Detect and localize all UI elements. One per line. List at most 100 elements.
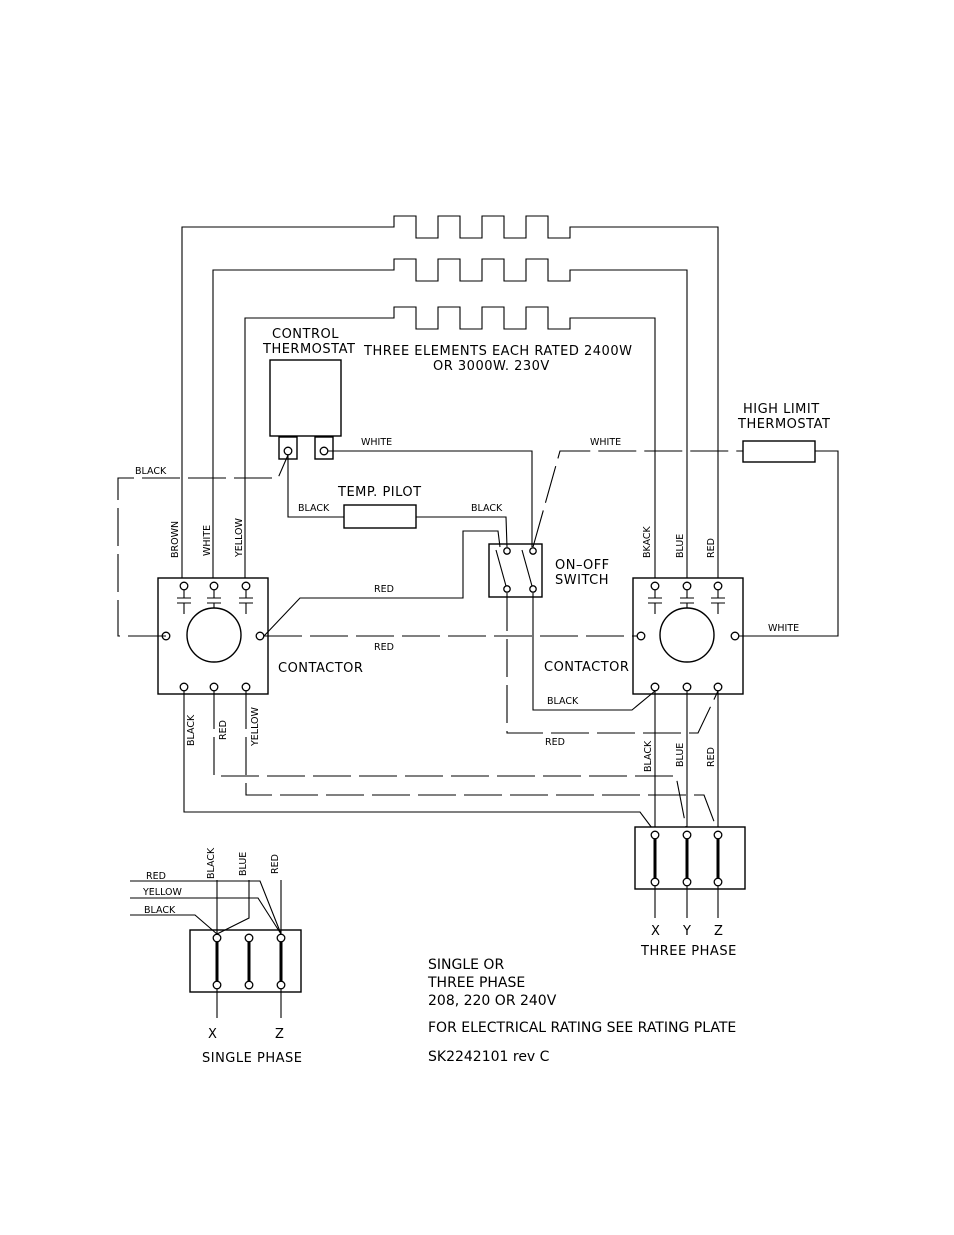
terminal-label-x: X bbox=[208, 1027, 217, 1042]
wire-label: RED bbox=[706, 538, 717, 558]
wire-red-coil-switch bbox=[263, 530, 501, 637]
switch-contact-1 bbox=[495, 549, 507, 587]
drawing-number: SK2242101 rev C bbox=[428, 1049, 550, 1065]
wire-label: WHITE bbox=[590, 437, 621, 448]
thermostat-terminal-2 bbox=[319, 446, 329, 456]
wire-label: BLACK bbox=[135, 466, 167, 477]
switch-terminal-4 bbox=[529, 585, 537, 593]
wire-white-thermostat-switch bbox=[328, 450, 533, 547]
three-phase-label: THREE PHASE bbox=[640, 944, 737, 959]
contactor-right-coil-terminal bbox=[636, 631, 646, 641]
single-phase-terminal bbox=[212, 933, 222, 943]
heating-element-2 bbox=[212, 258, 688, 580]
contactor-left-terminal bbox=[241, 682, 251, 692]
wire-label: BLACK bbox=[144, 905, 176, 916]
contactor-left-label: CONTACTOR bbox=[278, 661, 363, 676]
high-limit-label: HIGH LIMIT bbox=[743, 402, 820, 417]
wire-label: WHITE bbox=[361, 437, 392, 448]
wire-label: RED bbox=[218, 720, 229, 740]
three-phase-terminal bbox=[713, 877, 723, 887]
wire-label: RED bbox=[706, 747, 717, 767]
note-line: SINGLE OR bbox=[428, 957, 504, 973]
thermostat-terminal-1 bbox=[283, 446, 293, 456]
wire-label: BLUE bbox=[675, 534, 686, 558]
single-phase-red-jumper bbox=[130, 880, 282, 935]
wire-label: BLACK bbox=[298, 503, 330, 514]
single-phase-terminal bbox=[212, 980, 222, 990]
heating-element-3 bbox=[244, 306, 656, 580]
wire-black-pilot-switch bbox=[416, 516, 508, 548]
wire-white-switch-highlimit bbox=[532, 450, 743, 548]
single-phase-blue-in bbox=[216, 880, 250, 935]
single-phase-black-jumper bbox=[130, 914, 218, 935]
wire-label: BROWN bbox=[170, 521, 181, 558]
single-phase-terminal bbox=[276, 980, 286, 990]
wire-white-highlimit-coil bbox=[739, 450, 839, 637]
wire-label: RED bbox=[146, 871, 166, 882]
wire-label: BLACK bbox=[206, 847, 217, 879]
wire-black-supply bbox=[183, 691, 656, 833]
wire-label: RED bbox=[270, 854, 281, 874]
note-line: THREE PHASE bbox=[427, 975, 525, 991]
contactor-left-terminal bbox=[241, 581, 251, 591]
wire-label: RED bbox=[374, 584, 394, 595]
wire-yellow-supply bbox=[245, 691, 719, 833]
contactor-left-coil bbox=[186, 607, 242, 663]
wire-label: YELLOW bbox=[142, 887, 183, 898]
single-phase-terminal bbox=[244, 933, 254, 943]
switch-contact-2 bbox=[521, 549, 533, 587]
contactor-right-coil bbox=[659, 607, 715, 663]
temp-pilot-lamp bbox=[343, 504, 417, 529]
three-phase-terminal bbox=[650, 877, 660, 887]
contactor-left-terminal bbox=[179, 682, 189, 692]
contactor-left-terminal bbox=[209, 581, 219, 591]
single-phase-label: SINGLE PHASE bbox=[202, 1051, 302, 1066]
single-phase-terminal-block bbox=[130, 880, 302, 1018]
wire-label: BLUE bbox=[238, 852, 249, 876]
wire-label: BLACK bbox=[471, 503, 503, 514]
wire-label: RED bbox=[545, 737, 565, 748]
wire-red-supply bbox=[213, 691, 688, 833]
wire-label: BKACK bbox=[642, 525, 653, 558]
contactor-right-label: CONTACTOR bbox=[544, 660, 629, 675]
elements-rating-label: OR 3000W. 230V bbox=[433, 359, 550, 374]
contactor-right-terminal bbox=[682, 581, 692, 591]
heating-element-1 bbox=[181, 215, 719, 580]
contactor-right-terminal bbox=[650, 581, 660, 591]
heating-elements bbox=[181, 215, 719, 580]
control-wiring bbox=[117, 450, 839, 734]
single-phase-terminal bbox=[276, 933, 286, 943]
terminal-label-z: Z bbox=[714, 924, 723, 939]
three-phase-terminal bbox=[682, 877, 692, 887]
wire-label: WHITE bbox=[202, 525, 213, 556]
switch-terminal-1 bbox=[503, 547, 511, 555]
high-limit-label: THERMOSTAT bbox=[737, 417, 830, 432]
terminal-label-z: Z bbox=[275, 1027, 284, 1042]
wire-black-switch-contactor bbox=[532, 593, 656, 711]
contactor-right-terminal bbox=[713, 682, 723, 692]
wire-label: YELLOW bbox=[250, 706, 261, 747]
switch-terminal-3 bbox=[503, 585, 511, 593]
note-line: 208, 220 OR 240V bbox=[428, 993, 557, 1009]
on-off-switch-label: ON–OFF bbox=[555, 558, 610, 573]
wire-black-thermostat bbox=[117, 454, 289, 637]
contactor-left-contacts bbox=[177, 590, 253, 614]
contactor-right bbox=[632, 577, 744, 695]
wire-label: BLACK bbox=[186, 714, 197, 746]
single-phase-terminal bbox=[244, 980, 254, 990]
control-thermostat-label: THERMOSTAT bbox=[262, 342, 355, 357]
elements-rating-label: THREE ELEMENTS EACH RATED 2400W bbox=[363, 344, 632, 359]
contactor-right-contacts bbox=[648, 590, 725, 614]
wire-label: YELLOW bbox=[234, 517, 245, 558]
note-rating-plate: FOR ELECTRICAL RATING SEE RATING PLATE bbox=[428, 1020, 736, 1036]
contactor-right-terminal bbox=[713, 581, 723, 591]
terminal-label-x: X bbox=[651, 924, 660, 939]
wire-label: BLACK bbox=[643, 740, 654, 772]
single-phase-yellow-jumper bbox=[130, 897, 282, 935]
terminal-label-y: Y bbox=[682, 924, 691, 939]
three-phase-terminal bbox=[682, 830, 692, 840]
high-limit-thermostat bbox=[742, 440, 816, 463]
wire-label: BLACK bbox=[547, 696, 579, 707]
wire-red-switch-contactor bbox=[506, 593, 719, 734]
